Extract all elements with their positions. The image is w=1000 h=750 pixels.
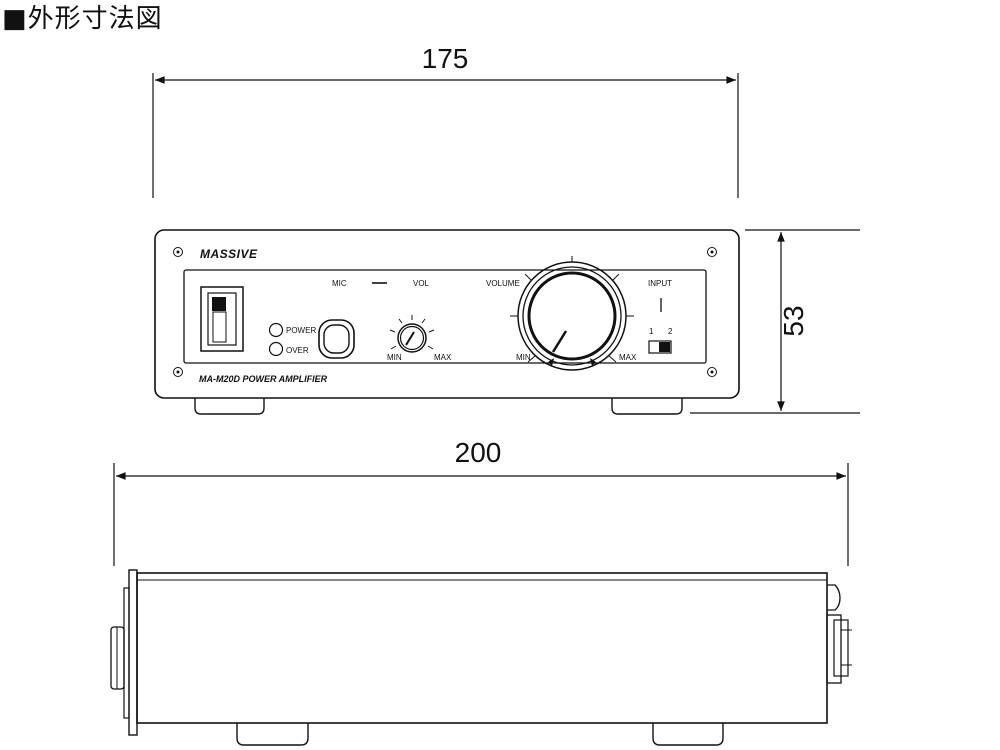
side-view (110, 569, 852, 746)
vol-label: VOL (413, 279, 430, 288)
screw-icon (173, 367, 183, 377)
screw-icon (707, 247, 717, 257)
over-led-label: OVER (286, 346, 309, 355)
diagram-title: ■外形寸法図 (2, 4, 163, 34)
volume-max-label: MAX (619, 353, 637, 362)
mic-vol-min-label: MIN (387, 353, 402, 362)
height-dimension: 53 (690, 229, 860, 414)
mic-vol-max-label: MAX (434, 353, 452, 362)
screw-icon (173, 247, 183, 257)
screw-icon (707, 367, 717, 377)
over-led-icon (268, 341, 284, 357)
volume-label: VOLUME (486, 279, 520, 288)
mic-jack-icon (318, 319, 355, 359)
volume-min-label: MIN (516, 353, 531, 362)
input-label: INPUT (648, 279, 672, 288)
power-switch (200, 286, 244, 352)
height-value: 53 (778, 305, 809, 336)
mic-volume-knob-icon (389, 315, 435, 353)
power-led-icon (268, 322, 284, 338)
brand-logo: MASSIVE (200, 247, 258, 261)
front-view: MASSIVE MA-M20D POWER AMPLIFIER POWER OV… (154, 229, 740, 415)
mic-label: MIC (332, 279, 347, 288)
input-selector-switch (648, 340, 672, 354)
master-volume-knob-icon (510, 256, 634, 371)
model-label: MA-M20D POWER AMPLIFIER (199, 374, 328, 384)
input-2-label: 2 (668, 327, 673, 336)
width-dimension: 175 (152, 43, 739, 198)
width-value: 175 (422, 43, 469, 74)
depth-value: 200 (455, 437, 502, 468)
input-1-label: 1 (649, 327, 654, 336)
power-led-label: POWER (286, 326, 316, 335)
depth-dimension: 200 (113, 437, 849, 566)
